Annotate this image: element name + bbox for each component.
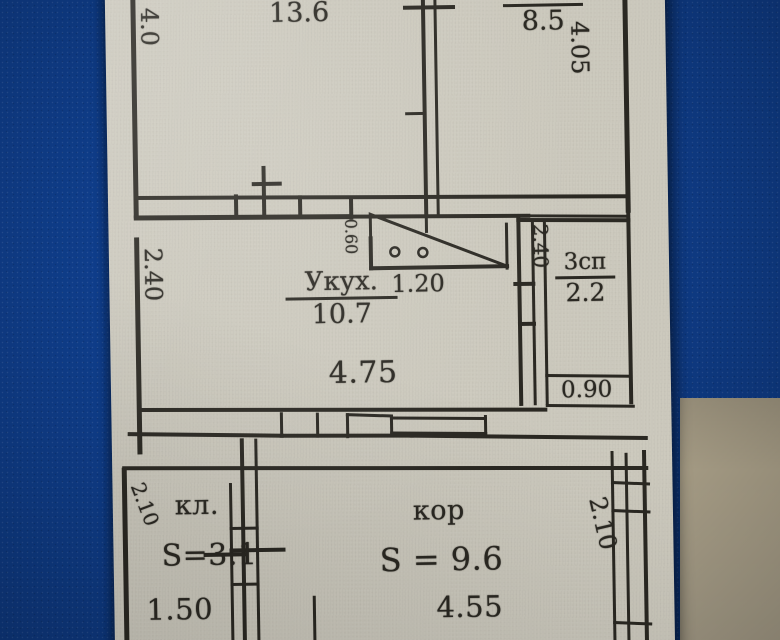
dimension-window-height: 0.60 [341,218,361,255]
room-name-corridor: кор [412,494,466,527]
room-area-1: 13.6 [268,0,330,29]
dimension-right-bottom: 2.10 [583,494,623,553]
dimension-kitchen-width: 4.75 [328,354,398,391]
room-area-corridor: S = 9.6 [379,539,504,580]
dimension-left-bottom: 2.10 [125,479,165,530]
room-area-kitchen: 10.7 [311,297,373,330]
dimension-left-top: 4.0 [134,7,164,47]
room-label-1: 1ж 13.6 [252,0,345,29]
room-name-bathroom: 3сп [563,248,607,276]
fraction-bar [502,2,583,7]
room-name-kitchen: Укух. [304,266,379,298]
fraction-bar [555,275,616,279]
fraction-bar [285,295,398,301]
dimension-bathroom-height: 2.40 [528,223,554,269]
dimension-bathroom-width: 0.90 [560,376,613,404]
floor-plan-drawing [121,0,653,640]
room-area-bathroom: 2.2 [565,277,606,307]
room-name-2: 2ж [524,0,562,4]
dimension-closet-width: 1.50 [146,591,214,627]
room-label-bathroom: 3сп 2.2 [555,248,616,307]
room-area-closet: S=3.1 [161,537,258,574]
room-label-2: 2ж 8.5 [502,0,584,37]
beige-surface-panel [680,398,780,640]
dimension-left-mid: 2.40 [138,247,168,302]
floor-plan-paper: 1ж 13.6 2ж 8.5 Укух. 10.7 3сп 2.2 кл. S=… [104,0,676,640]
dimension-corridor-width: 4.55 [436,589,504,625]
room-label-kitchen: Укух. 10.7 [285,266,398,330]
room-area-2: 8.5 [521,4,565,37]
room-name-closet: кл. [174,489,220,522]
dimension-right-top: 4.05 [565,20,595,75]
dimension-window-width: 1.20 [391,269,445,298]
